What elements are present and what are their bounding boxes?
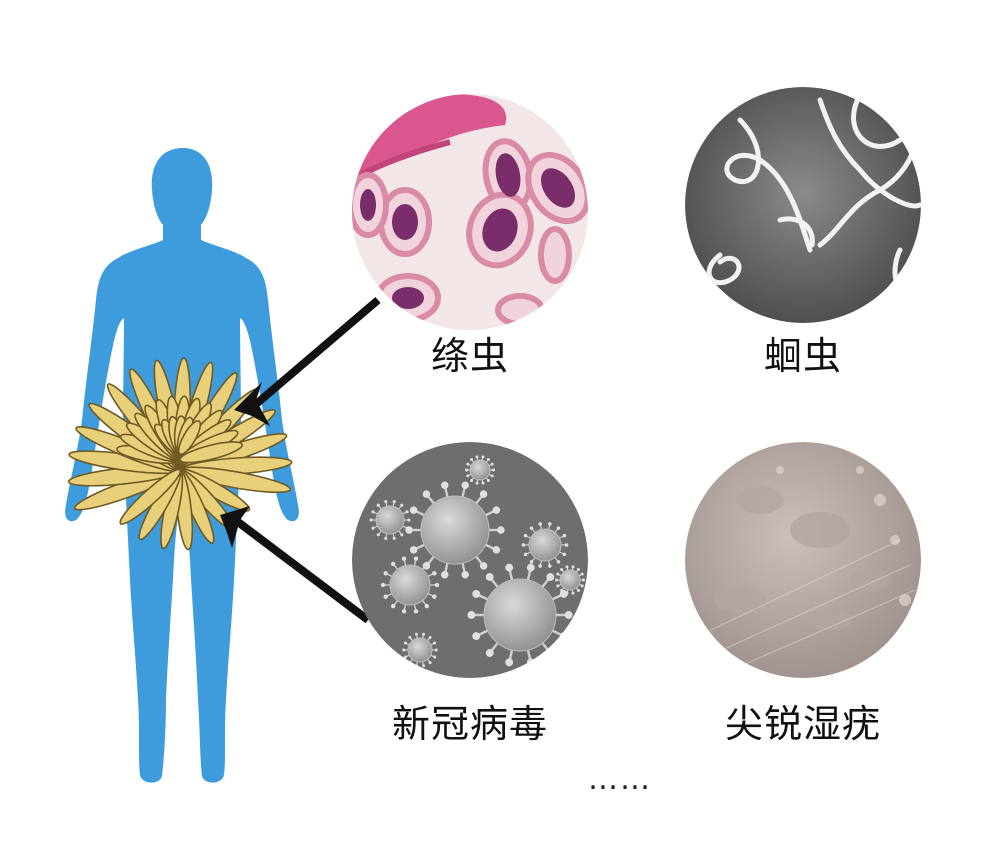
ellipsis: …… <box>588 762 652 797</box>
label-covid: 新冠病毒 <box>391 702 548 746</box>
condyloma-image <box>685 442 921 678</box>
label-condyloma: 尖锐湿疣 <box>724 702 881 746</box>
roundworm-image <box>685 87 921 323</box>
arrow-line-bottom <box>235 518 371 624</box>
arrow-line-top <box>252 296 381 409</box>
arrows <box>235 296 381 624</box>
arrowhead-bottom <box>220 506 250 548</box>
label-roundworm: 蛔虫 <box>763 334 842 378</box>
chrysanthemum-icon <box>67 357 293 551</box>
label-tapeworm: 绦虫 <box>430 334 509 378</box>
tapeworm-image <box>352 94 588 330</box>
arrowhead-top <box>234 382 270 426</box>
covid-image <box>352 442 588 678</box>
